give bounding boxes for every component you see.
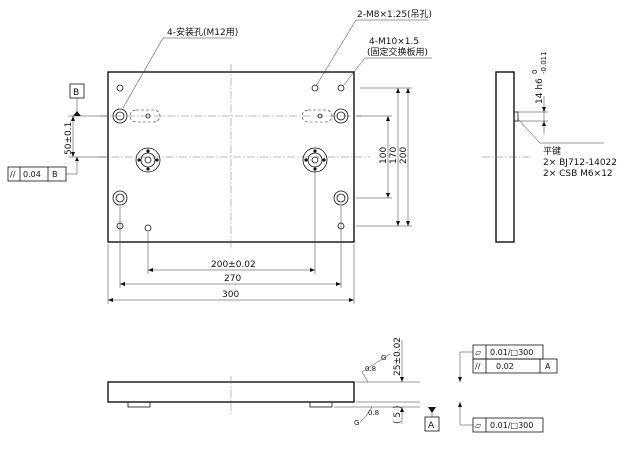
key-slot	[513, 111, 519, 122]
datum-b-label: B	[73, 88, 79, 98]
lifting-hole	[311, 84, 319, 92]
dim-thickness: 25±0.02	[393, 337, 403, 376]
dim-height-200: 200	[399, 147, 409, 164]
hidden-slot	[301, 109, 333, 123]
svg-text:G: G	[381, 354, 386, 362]
foot-right	[309, 401, 333, 408]
leader-lifting-holes	[315, 19, 357, 87]
callout-fix-holes-1: 4-M10×1.5	[369, 37, 419, 47]
tolerance-frame-parallel-a: // 0.02 A	[472, 358, 558, 374]
tolerance-frame-flatness-bottom: ▱ 0.01/□300	[458, 402, 544, 433]
callout-key-3: 2× CSB M6×12	[543, 169, 613, 179]
svg-text:▱: ▱	[475, 348, 482, 357]
svg-text:B: B	[52, 170, 58, 179]
side-view: 14 h6 0 -0.011 平键 2× BJ712-14022 2× CSB …	[482, 51, 617, 243]
slot-hole	[145, 113, 151, 119]
dim-height-170: 170	[389, 147, 399, 164]
callout-lifting-holes: 2-M8×1.25(吊孔)	[357, 9, 432, 20]
foot-left	[127, 401, 151, 408]
datum-a-box	[424, 416, 440, 432]
fixing-hole	[116, 84, 124, 92]
dim-key-tol-upper: 0	[531, 70, 539, 74]
datum-a-label: A	[428, 421, 435, 431]
svg-text:▱: ▱	[475, 421, 482, 430]
mounting-hole	[112, 190, 128, 206]
dim-width-inner: 270	[224, 274, 241, 284]
svg-text://: //	[475, 362, 481, 371]
svg-text:0.04: 0.04	[23, 170, 41, 179]
callout-key-2: 2× BJ712-14022	[543, 158, 617, 168]
surface-finish-bottom: 0.8 G	[354, 406, 379, 427]
front-view: 25±0.02 ( 5 ) 0.8 G 0.8 G A ▱ 0.01/□300	[107, 337, 558, 433]
fixing-hole	[337, 84, 345, 92]
hidden-slot	[129, 109, 161, 123]
top-view: 4-安装孔(M12用) 2-M8×1.25(吊孔) 4-M10×1.5 (固定交…	[7, 9, 432, 304]
dim-hole-spacing-x: 200±0.02	[211, 260, 256, 270]
dim-width-overall: 300	[222, 290, 239, 300]
svg-text:0.02: 0.02	[496, 362, 514, 371]
leader-key	[517, 118, 541, 144]
lifting-hole	[144, 224, 152, 232]
callout-fix-holes-2: (固定交换板用)	[367, 46, 428, 58]
svg-text:G: G	[354, 419, 359, 427]
mounting-hole	[112, 108, 128, 124]
dim-height-100: 100	[379, 147, 389, 164]
svg-text:0.8: 0.8	[365, 365, 376, 373]
mounting-hole	[333, 190, 349, 206]
svg-text://: //	[10, 170, 16, 179]
slot-hole	[317, 113, 323, 119]
callout-key-1: 平键	[543, 145, 561, 157]
svg-text:0.8: 0.8	[368, 409, 379, 417]
tolerance-frame-parallel: // 0.04 B	[7, 157, 79, 182]
dim-foot: ( 5 )	[393, 406, 403, 424]
locator-hole-left	[135, 147, 161, 173]
dim-key-width: 14 h6	[535, 78, 545, 104]
svg-text:0.01/□300: 0.01/□300	[490, 421, 533, 430]
leader-mounting-holes	[122, 37, 164, 109]
surface-finish-top: 0.8 G	[361, 353, 391, 383]
svg-text:A: A	[545, 362, 551, 371]
dim-offset-y: 50±0.1	[64, 122, 74, 155]
svg-text:0.01/□300: 0.01/□300	[490, 348, 533, 357]
mounting-hole	[333, 108, 349, 124]
leader-fix-holes	[342, 57, 366, 87]
callout-mounting-holes: 4-安装孔(M12用)	[167, 26, 238, 38]
dim-key-tol-lower: -0.011	[540, 51, 548, 74]
locator-hole-right	[302, 147, 328, 173]
